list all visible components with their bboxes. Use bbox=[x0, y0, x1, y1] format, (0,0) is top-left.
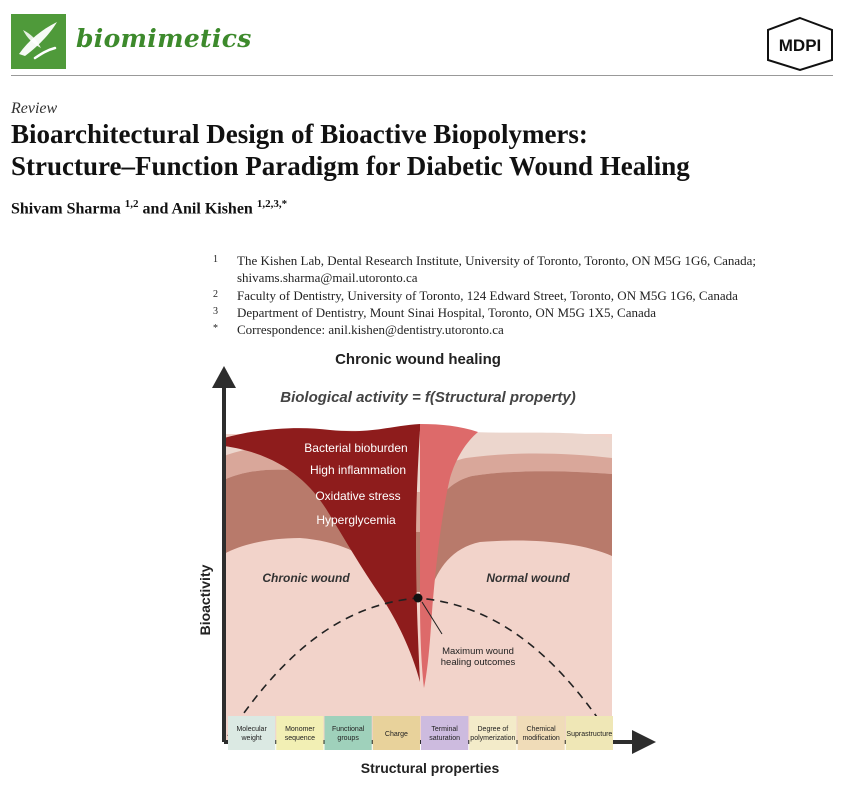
author-name[interactable]: Anil Kishen bbox=[171, 200, 253, 218]
chronic-wound-region bbox=[224, 424, 420, 682]
affiliation-text: Department of Dentistry, Mount Sinai Hos… bbox=[237, 305, 657, 320]
property-box bbox=[228, 716, 276, 750]
factor-label: Oxidative stress bbox=[315, 489, 400, 503]
normal-wound-region bbox=[420, 424, 478, 688]
x-axis-label: Structural properties bbox=[361, 760, 500, 776]
property-label: Chemical bbox=[527, 726, 557, 733]
property-box bbox=[421, 716, 469, 750]
author-joiner: and bbox=[142, 200, 169, 218]
corresponding-mark: * bbox=[281, 198, 288, 210]
property-label: sequence bbox=[285, 735, 315, 742]
correspondence-text[interactable]: Correspondence: anil.kishen@dentistry.ut… bbox=[237, 322, 504, 337]
peak-label-line-1: Maximum wound bbox=[442, 646, 514, 657]
property-box bbox=[324, 716, 372, 750]
journal-name: biomimetics bbox=[76, 24, 252, 53]
y-axis-label: Bioactivity bbox=[197, 564, 213, 635]
affiliation-number: 1 bbox=[213, 254, 218, 265]
affiliation-text: The Kishen Lab, Dental Research Institut… bbox=[237, 253, 757, 268]
affiliation-email[interactable]: shivams.sharma@mail.utoronto.ca bbox=[237, 270, 418, 285]
property-label: Monomer bbox=[285, 726, 315, 733]
factor-label: High inflammation bbox=[310, 463, 406, 477]
publisher-logo: MDPI bbox=[764, 16, 836, 72]
affiliation-text: Faculty of Dentistry, University of Toro… bbox=[237, 288, 738, 303]
affiliation-item: 2 Faculty of Dentistry, University of Tor… bbox=[213, 288, 738, 304]
optimum-point bbox=[413, 593, 423, 603]
affiliation-item: 3 Department of Dentistry, Mount Sinai Ho… bbox=[213, 305, 656, 321]
author-list: Shivam Sharma 1,2 and Anil Kishen 1,2,3,… bbox=[11, 198, 287, 218]
chronic-wound-label: Chronic wound bbox=[262, 571, 350, 585]
bird-leaf-icon bbox=[19, 22, 57, 60]
property-label: Suprastructure bbox=[566, 731, 612, 738]
author-name[interactable]: Shivam Sharma bbox=[11, 200, 121, 218]
affiliation-number: * bbox=[213, 323, 218, 334]
structural-property-boxes: Molecular weight Monomer sequence Functional… bbox=[228, 716, 613, 750]
journal-logo bbox=[11, 14, 66, 69]
property-box bbox=[276, 716, 324, 750]
article-type: Review bbox=[11, 100, 58, 117]
property-label: groups bbox=[337, 735, 359, 742]
optimum-leader-line bbox=[421, 601, 443, 635]
property-box bbox=[565, 716, 613, 750]
factor-label: Hyperglycemia bbox=[316, 513, 396, 527]
affiliation-item: * Correspondence: anil.kishen@dentistry.u… bbox=[213, 322, 504, 338]
author-affiliation-marks: 1,2 bbox=[124, 198, 139, 210]
figure-equation: Biological activity = f(Structural prope… bbox=[280, 389, 575, 406]
affiliation-number: 3 bbox=[213, 306, 218, 317]
title-line-2: Structure–Function Paradigm for Diabetic… bbox=[11, 151, 690, 181]
property-label: saturation bbox=[429, 735, 460, 742]
property-label: polymerization bbox=[470, 735, 515, 742]
normal-wound-label: Normal wound bbox=[486, 571, 570, 585]
property-label: weight bbox=[241, 735, 262, 742]
x-axis-arrow bbox=[632, 730, 656, 754]
peak-label-line-2: healing outcomes bbox=[441, 657, 516, 668]
author-affiliation-marks: 1,2,3, bbox=[256, 198, 282, 210]
property-box bbox=[372, 716, 420, 750]
property-box bbox=[517, 716, 565, 750]
publisher-name: MDPI bbox=[779, 36, 822, 55]
property-label: modification bbox=[522, 735, 559, 742]
property-label: Functional bbox=[332, 726, 365, 733]
property-box bbox=[469, 716, 517, 750]
property-label: Terminal bbox=[431, 726, 458, 733]
graphical-abstract-figure: Chronic wound healing Biological activit… bbox=[197, 351, 656, 776]
factor-label: Bacterial bioburden bbox=[304, 441, 407, 455]
property-label: Charge bbox=[385, 731, 408, 738]
y-axis-arrow bbox=[212, 366, 236, 388]
figure-title: Chronic wound healing bbox=[335, 351, 501, 368]
affiliation-item: 1 The Kishen Lab, Dental Research Institu… bbox=[213, 253, 756, 269]
title-line-1: Bioarchitectural Design of Bioactive Bio… bbox=[11, 119, 588, 149]
article-title: Bioarchitectural Design of Bioactive Bio… bbox=[11, 118, 690, 182]
property-label: Degree of bbox=[478, 726, 509, 733]
affiliation-number: 2 bbox=[213, 289, 218, 300]
property-label: Molecular bbox=[236, 726, 267, 733]
header-divider bbox=[11, 75, 833, 76]
